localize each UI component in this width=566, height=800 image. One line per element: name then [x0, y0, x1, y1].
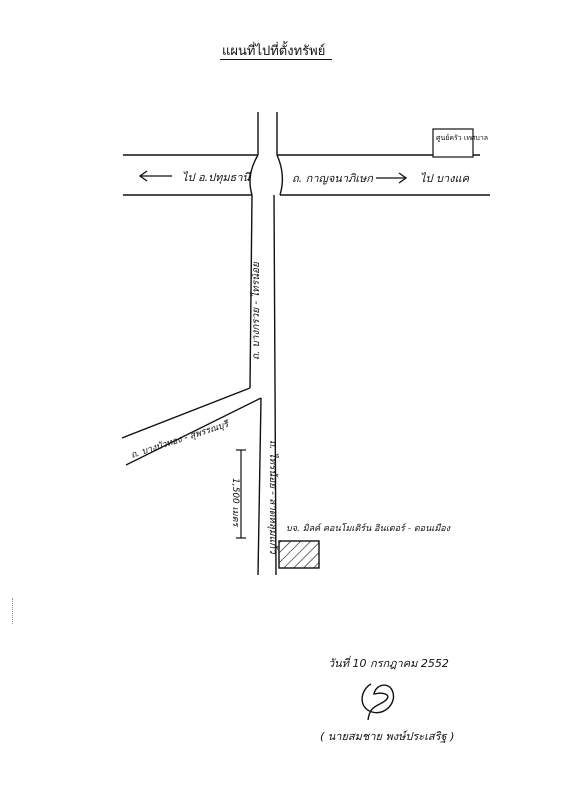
branch-road-label: ถ. บางบัวทอง - สุพรรณบุรี — [130, 418, 232, 461]
vertical-lower-label: ถ. ไทรน้อย - ลาดหลุมแก้ว — [267, 440, 279, 555]
signer-name: ( นายสมชาย พงษ์ประเสริฐ ) — [320, 730, 455, 743]
to-right-label: ไป บางแค — [420, 172, 470, 185]
south-road — [249, 194, 277, 576]
title-underline — [220, 59, 332, 60]
main-road-label: ถ. กาญจนาภิเษก — [292, 172, 374, 185]
date-line: วันที่ 10 กรกฎาคม 2552 — [328, 657, 449, 670]
corner-landmark-box — [432, 128, 474, 158]
vertical-upper-label: ถ. บางกรวย - ไทรน้อย — [250, 261, 262, 360]
arrow-right-icon — [376, 172, 408, 184]
corner-landmark-text: ศูนย์ครัว เทศบาล — [436, 134, 488, 142]
to-left-label: ไป อ.ปทุมธานี — [182, 171, 251, 184]
hatched-property-icon — [278, 540, 320, 569]
corner-landmark-label: ศูนย์ครัว เทศบาล — [436, 134, 488, 142]
distance-marker — [236, 449, 246, 539]
branch-road — [121, 387, 262, 466]
page-title: แผนที่ไปที่ตั้งทรัพย์ — [222, 44, 326, 59]
margin-mark — [12, 598, 13, 624]
arrow-left-icon — [138, 170, 172, 182]
distance-label: 1,500 เมตร — [230, 478, 240, 527]
north-road — [257, 112, 278, 155]
property-label: บจ. มิลค์ คอนโมเดิร์น อินเตอร์ - ดอนเมือ… — [286, 522, 451, 534]
signature-mark — [361, 683, 395, 721]
